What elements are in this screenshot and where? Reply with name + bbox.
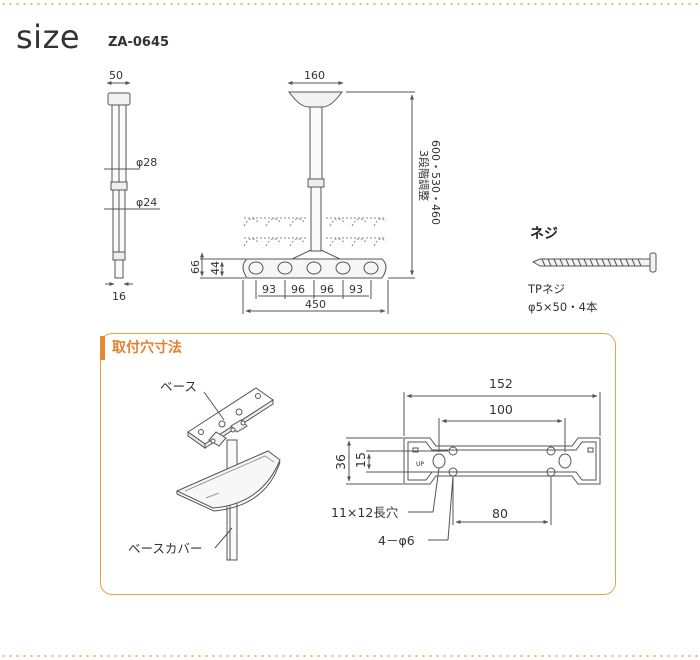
pole-upper-diameter: φ28 (136, 156, 157, 169)
hanger-spacing-4: 93 (349, 283, 363, 296)
mounting-panel (100, 333, 616, 595)
hanger-spacing-2: 96 (291, 283, 305, 296)
svg-text:UP: UP (416, 461, 424, 468)
screw-icon (531, 252, 657, 273)
pole-drawing (104, 81, 160, 286)
dim-15: 15 (353, 452, 368, 468)
pole-lower-diameter: φ24 (136, 196, 157, 209)
top-dotted-border (0, 2, 700, 6)
bottom-dotted-border (0, 654, 700, 658)
dim-152: 152 (489, 376, 513, 391)
hanger-total-width: 450 (305, 298, 326, 311)
hanger-top-width: 160 (304, 69, 325, 82)
screw-title: ネジ (530, 226, 558, 242)
label-base: ベース (160, 379, 197, 394)
model-number: ZA-0645 (108, 35, 170, 50)
panel-accent-bar (100, 336, 105, 360)
screw-spec: φ5×50・4本 (528, 300, 598, 314)
label-base-cover: ベースカバー (128, 541, 202, 556)
slot-label: 11×12長穴 (331, 505, 399, 520)
screw-description: TPネジ φ5×50・4本 (528, 280, 598, 316)
hanger-dim-66: 66 (189, 260, 202, 274)
hanger-spacing-3: 96 (320, 283, 334, 296)
dim-36: 36 (333, 454, 348, 470)
hanger-dim-44: 44 (209, 261, 222, 275)
hanger-height-values: 600・530・460 (429, 140, 442, 225)
pole-top-width: 50 (109, 69, 123, 82)
hole-label: 4－φ6 (378, 533, 415, 548)
hanger-height-label: 3段階調整 (417, 150, 431, 201)
page-title: size (16, 18, 81, 56)
base-plate-plan: UP (346, 392, 601, 541)
hanger-spacing-1: 93 (262, 283, 276, 296)
dim-100: 100 (489, 402, 513, 417)
base-mount-illustration (175, 387, 281, 561)
pole-bottom-width: 16 (112, 290, 126, 303)
hanger-drawing (200, 81, 415, 314)
screw-type: TPネジ (528, 282, 565, 296)
mounting-section-title: 取付穴寸法 (112, 340, 182, 356)
dim-80: 80 (492, 506, 508, 521)
